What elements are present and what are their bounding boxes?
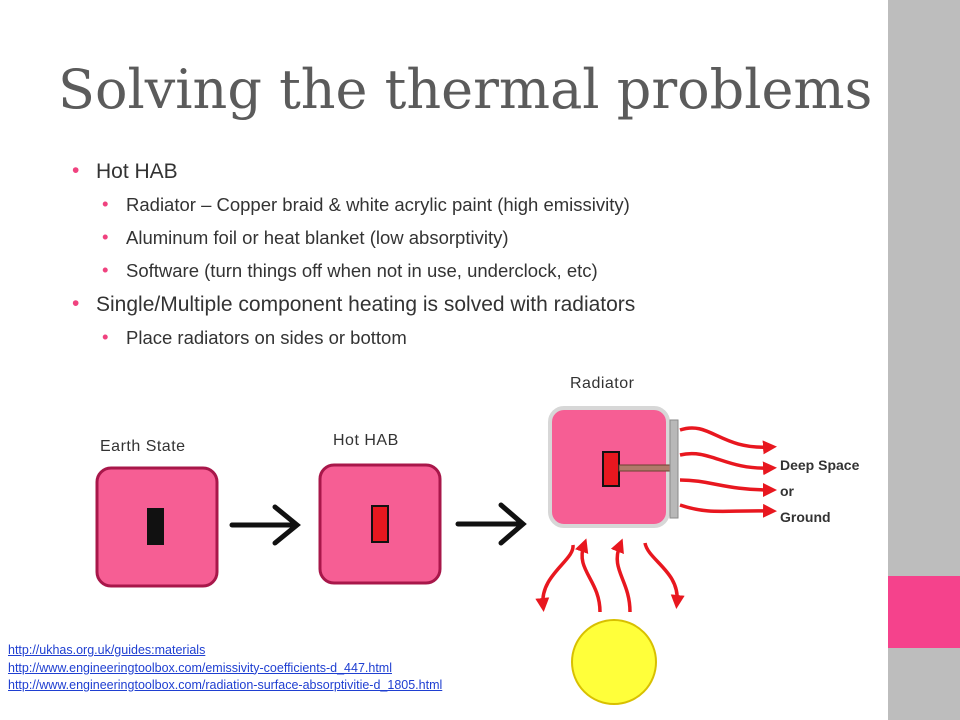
- arrow-right-icon: [229, 504, 301, 546]
- radiator-label: Radiator: [570, 375, 635, 392]
- reference-links: http://ukhas.org.uk/guides:materials htt…: [8, 642, 442, 695]
- arrow-right-icon: [455, 502, 527, 546]
- bullet-aluminum-foil: Aluminum foil or heat blanket (low absor…: [72, 226, 872, 249]
- sun-heat-arrows: [535, 538, 685, 613]
- radiator-plate: [669, 419, 679, 519]
- link-emissivity-coefficients[interactable]: http://www.engineeringtoolbox.com/emissi…: [8, 660, 392, 675]
- earth-state-component: [147, 508, 164, 545]
- earth-state-label: Earth State: [100, 438, 186, 455]
- bullet-radiator: Radiator – Copper braid & white acrylic …: [72, 193, 872, 216]
- hot-hab-component: [371, 505, 389, 543]
- bullet-list: Hot HAB Radiator – Copper braid & white …: [72, 159, 872, 360]
- link-absorptivity[interactable]: http://www.engineeringtoolbox.com/radiat…: [8, 678, 443, 692]
- slide-title: Solving the thermal problems: [58, 58, 873, 121]
- bullet-software: Software (turn things off when not in us…: [72, 259, 872, 282]
- bullet-hot-hab: Hot HAB: [72, 159, 872, 184]
- bullet-component-heating: Single/Multiple component heating is sol…: [72, 292, 872, 317]
- or-label: or: [780, 483, 795, 499]
- copper-braid: [618, 464, 672, 472]
- bullet-place-radiators: Place radiators on sides or bottom: [72, 326, 872, 349]
- hot-hab-label: Hot HAB: [333, 432, 399, 449]
- heat-component: [602, 451, 620, 487]
- radiated-heat-arrows: [679, 426, 777, 518]
- sun-icon: [571, 619, 657, 705]
- link-ukhas-materials[interactable]: http://ukhas.org.uk/guides:materials: [8, 643, 206, 657]
- side-accent: [888, 576, 960, 648]
- deep-space-label: Deep Space: [780, 457, 860, 473]
- ground-label: Ground: [780, 509, 831, 525]
